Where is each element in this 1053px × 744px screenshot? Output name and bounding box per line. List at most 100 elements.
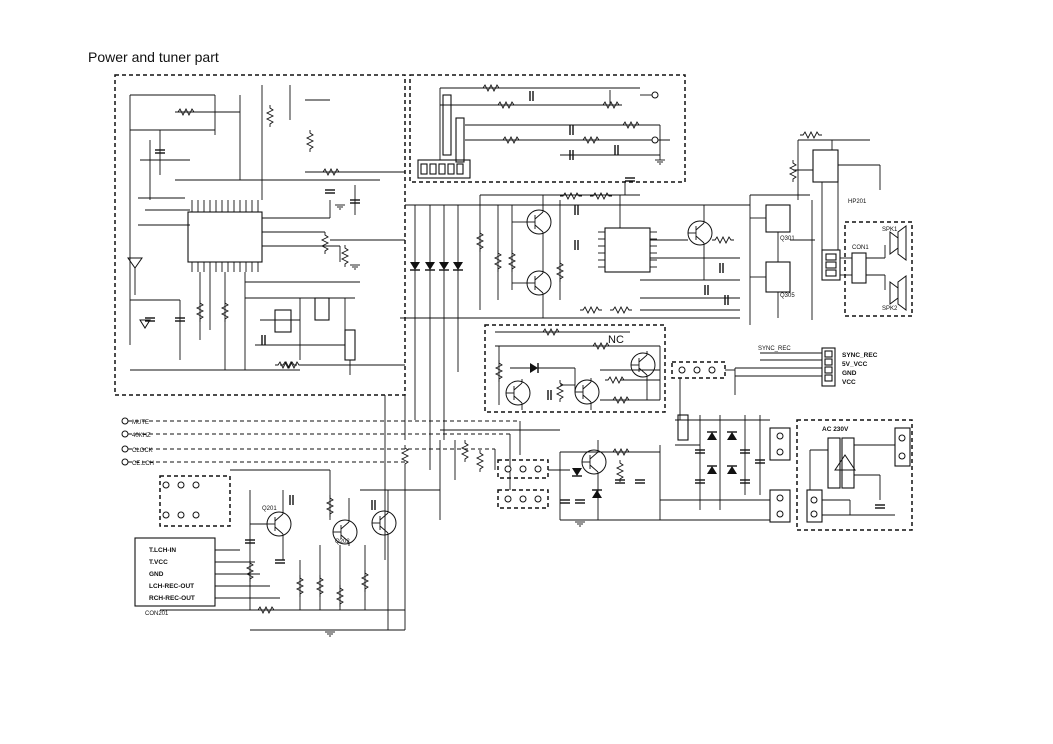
dashed-block — [484, 324, 666, 413]
wire — [400, 445, 410, 467]
terminal — [121, 458, 129, 466]
terminal — [678, 366, 686, 374]
wire — [379, 525, 389, 534]
label-hp201: HP201 — [848, 199, 867, 205]
terminal — [192, 481, 200, 489]
wire — [610, 447, 632, 457]
wire — [245, 560, 255, 582]
speaker-icon — [897, 275, 907, 311]
connector-pin — [456, 163, 464, 175]
terminal — [776, 432, 784, 440]
wire — [534, 272, 544, 281]
transformer — [841, 437, 855, 489]
headphone-jack — [812, 149, 839, 183]
wire — [513, 395, 523, 404]
label-nc: NC — [608, 334, 624, 346]
diode — [727, 432, 737, 440]
wire — [340, 534, 350, 543]
label-ac-230v: AC 230V — [822, 426, 849, 433]
wire — [475, 230, 485, 252]
wire — [195, 300, 205, 322]
label-sync-rec-line: SYNC_REC — [758, 346, 791, 352]
circuit-drawing — [114, 74, 913, 637]
label-5v-vcc: 5V_VCC — [842, 361, 868, 368]
wire — [620, 120, 642, 130]
wire — [460, 440, 470, 462]
amplifier-ic — [604, 227, 651, 273]
diode — [139, 319, 151, 329]
diode — [425, 262, 435, 270]
label-spk2: SPK2 — [882, 306, 898, 312]
wire — [379, 512, 389, 521]
wire — [615, 460, 625, 482]
wire — [580, 135, 602, 145]
connector-pin — [447, 163, 455, 175]
wire — [590, 191, 612, 201]
terminal — [504, 495, 512, 503]
wire — [638, 354, 648, 363]
terminal — [162, 481, 170, 489]
terminal — [776, 448, 784, 456]
label-q202: Q202 — [335, 539, 350, 545]
wire — [555, 380, 565, 402]
speaker-icon — [897, 225, 907, 261]
terminal — [177, 481, 185, 489]
wire — [590, 341, 612, 351]
diode — [530, 363, 538, 373]
wire — [560, 191, 582, 201]
wire — [600, 100, 622, 110]
wire — [315, 575, 325, 597]
wire — [788, 160, 798, 182]
terminal — [810, 496, 818, 504]
diode — [707, 432, 717, 440]
wire — [320, 167, 342, 177]
wire — [493, 250, 503, 272]
diode — [410, 262, 420, 270]
connector-pin — [824, 358, 833, 366]
wire — [480, 83, 502, 93]
wire — [695, 222, 705, 231]
connector-pin — [824, 350, 833, 358]
connector-con201 — [134, 537, 216, 607]
dashed-block — [409, 74, 686, 183]
diode — [453, 262, 463, 270]
terminal — [519, 495, 527, 503]
tuner-ic — [187, 211, 263, 263]
diode — [707, 466, 717, 474]
con201-pin-gnd: GND — [149, 571, 164, 578]
wire — [610, 395, 632, 405]
terminal — [693, 366, 701, 374]
connector-pin — [429, 163, 437, 175]
wire — [500, 135, 522, 145]
diode — [727, 466, 737, 474]
dashed-block — [497, 459, 549, 479]
terminal — [898, 452, 906, 460]
con201-pin-rchrec: RCH-REC-OUT — [149, 595, 195, 602]
ceramic-filter — [314, 297, 330, 321]
wire — [255, 605, 277, 615]
wire — [582, 381, 592, 390]
wire — [340, 245, 350, 267]
wire — [589, 464, 599, 473]
warning-icon — [834, 454, 856, 471]
diode — [439, 262, 449, 270]
dashed-block — [159, 475, 231, 527]
label-q201: Q201 — [262, 506, 277, 512]
connector-box — [806, 489, 823, 523]
dashed-block — [844, 221, 913, 317]
wire — [605, 375, 627, 385]
terminal — [810, 510, 818, 518]
connector-pin — [825, 269, 837, 277]
connector-box — [769, 489, 791, 523]
diode — [592, 490, 602, 498]
label-clock: CLOCK — [132, 448, 153, 454]
dashed-block — [671, 361, 726, 379]
label-spk1: SPK1 — [882, 227, 898, 233]
fuse — [677, 414, 689, 441]
label-q305: Q305 — [780, 293, 795, 299]
wire — [175, 107, 197, 117]
wire — [712, 235, 734, 245]
connector-pin — [438, 163, 446, 175]
wire — [534, 285, 544, 294]
